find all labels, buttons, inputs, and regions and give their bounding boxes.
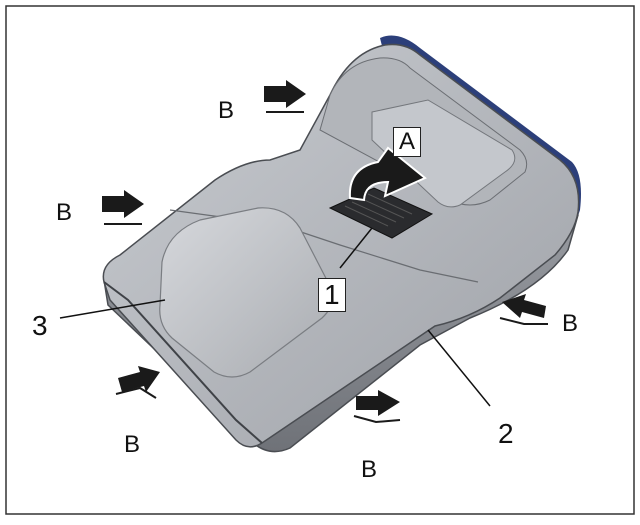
label-2: 2 bbox=[498, 418, 514, 449]
label-3: 3 bbox=[32, 310, 48, 341]
label-b-top: B bbox=[218, 97, 235, 124]
push-arrow-icon bbox=[102, 190, 144, 225]
push-arrow-icon bbox=[499, 294, 548, 325]
leader-3 bbox=[59, 299, 166, 319]
front-lip bbox=[103, 281, 263, 444]
label-1: 1 bbox=[318, 278, 346, 312]
curved-arrow-icon bbox=[348, 146, 427, 202]
label-a: A bbox=[393, 127, 422, 157]
compartment-lid bbox=[371, 99, 516, 208]
push-arrow-icon bbox=[115, 366, 160, 399]
push-arrow-icon bbox=[264, 80, 306, 113]
label-b-left: B bbox=[56, 199, 73, 226]
label-b-right: B bbox=[562, 310, 579, 337]
push-arrow-icon bbox=[353, 390, 401, 424]
button-grip bbox=[344, 193, 413, 227]
label-b-bottom-left: B bbox=[124, 431, 141, 458]
figure-frame bbox=[5, 5, 635, 515]
leader-2 bbox=[427, 329, 491, 407]
leader-1 bbox=[339, 227, 373, 269]
label-b-bottom: B bbox=[361, 456, 378, 483]
